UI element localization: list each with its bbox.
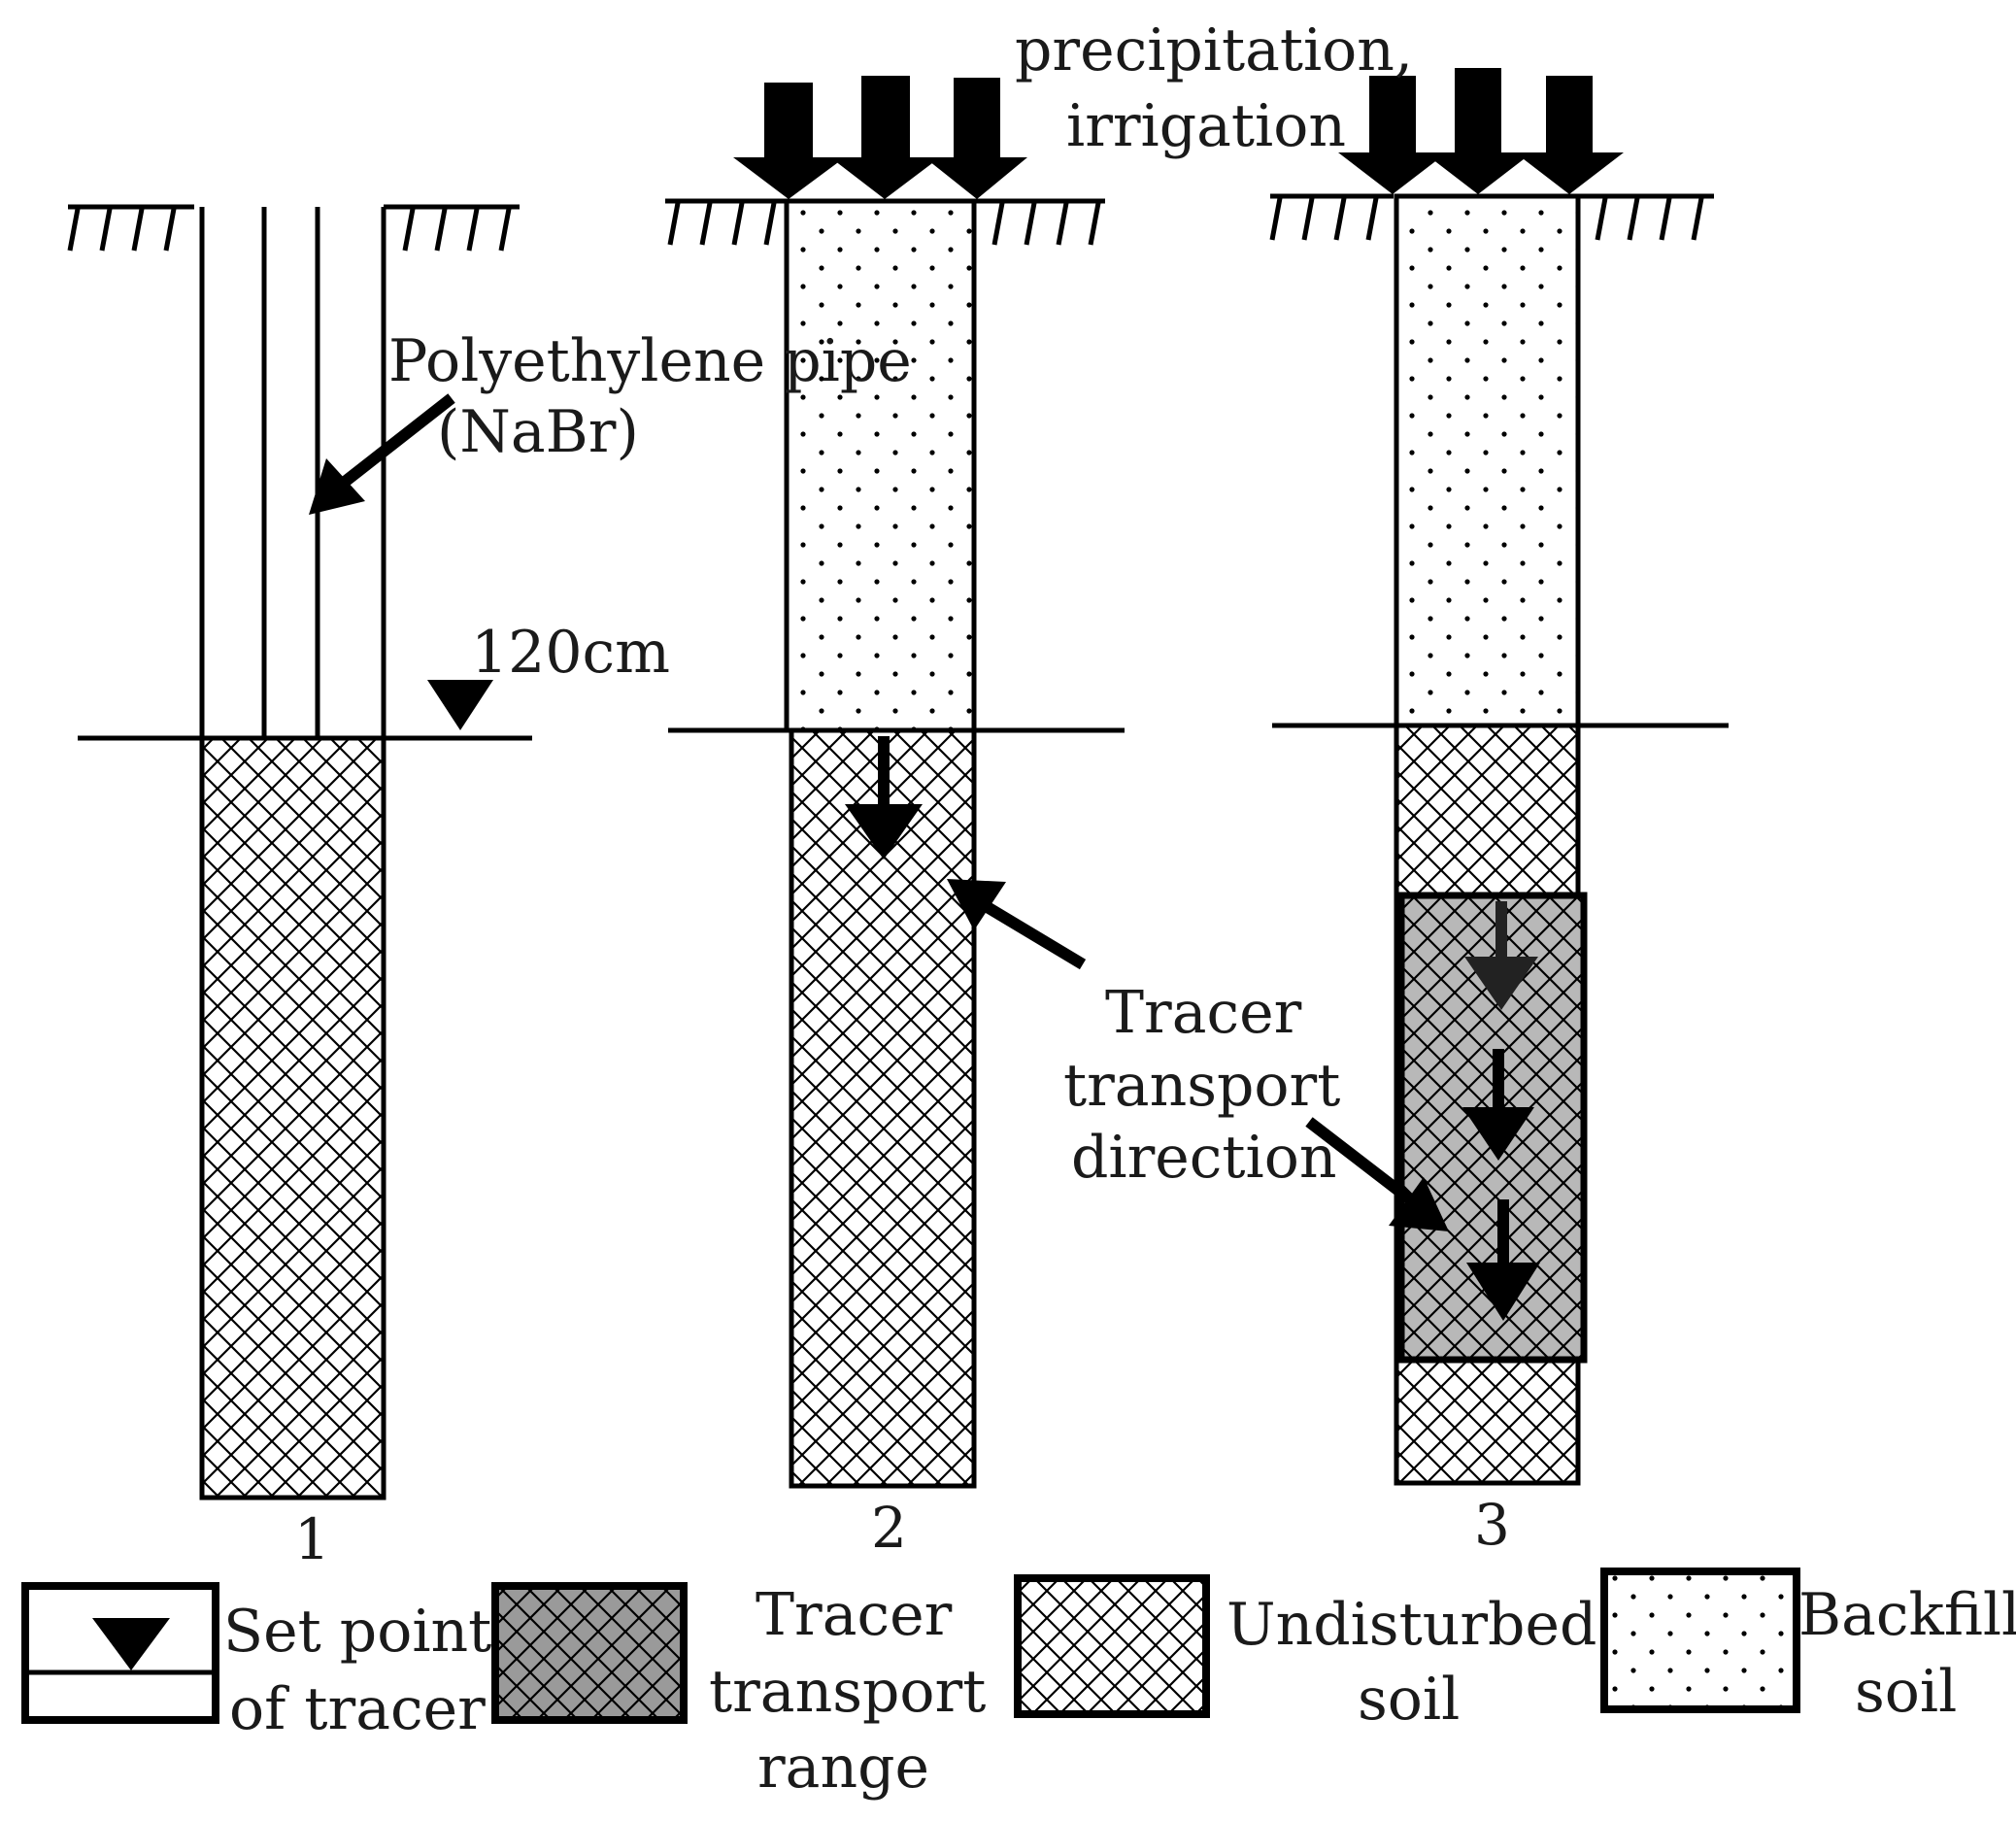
legend-label-set-point-line2: of tracer (229, 1675, 486, 1743)
precipitation-arrows (733, 76, 1027, 199)
depth-label: 120cm (471, 619, 670, 687)
stage-number-3: 3 (1474, 1492, 1510, 1558)
precipitation-label-line1: precipitation, (1015, 17, 1413, 84)
stage-2-column (665, 76, 1125, 1489)
tracer-direction-pointer-arrow (1305, 1117, 1449, 1231)
polyethylene-pipe (261, 207, 320, 738)
set-point-triangle-icon (427, 680, 493, 730)
tracer-direction-label-line3: direction (1071, 1124, 1336, 1192)
legend-item-backfill-soil: Backfill soil (1600, 1568, 2016, 1726)
ground-surface-hatch (665, 198, 1105, 246)
ground-surface-hatch (1269, 193, 1714, 241)
backfill-soil-block (784, 198, 977, 733)
legend-item-tracer-range: Tracer transport range (491, 1581, 986, 1802)
backfill-soil-block (1394, 193, 1581, 728)
precipitation-label-line2: irrigation (1066, 92, 1346, 160)
stage-number-1: 1 (294, 1506, 330, 1572)
legend-label-tracer-range-line2: transport (709, 1658, 986, 1726)
tracer-down-arrow (845, 736, 923, 860)
ground-surface-hatch (67, 204, 520, 252)
stage-3-column (1269, 68, 1729, 1486)
undisturbed-soil-block (199, 735, 386, 1501)
legend-label-backfill-line2: soil (1855, 1658, 1957, 1726)
legend: Set point of tracer Tracer transport ran… (21, 1568, 2016, 1802)
legend-label-tracer-range-line3: range (757, 1734, 929, 1802)
set-point-triangle-icon (92, 1618, 170, 1670)
tracer-direction-label-line1: Tracer (1105, 979, 1302, 1047)
annotation-labels: Polyethylene pipe (NaBr) 120cm precipita… (388, 17, 1413, 1192)
legend-label-backfill-line1: Backfill (1798, 1581, 2016, 1649)
pipe-label-line2: (NaBr) (437, 398, 639, 466)
pipe-label-line1: Polyethylene pipe (388, 327, 912, 395)
legend-label-tracer-range-line1: Tracer (756, 1581, 953, 1649)
tracer-direction-label-line2: transport (1063, 1052, 1340, 1120)
precipitation-arrows (1338, 68, 1624, 194)
tracer-down-arrows (1462, 901, 1540, 1321)
legend-item-set-point: Set point of tracer (21, 1582, 491, 1743)
stage-number-2: 2 (871, 1495, 907, 1561)
legend-label-undisturbed-line2: soil (1358, 1666, 1460, 1734)
legend-item-undisturbed-soil: Undisturbed soil (1014, 1574, 1596, 1734)
stage-1-column (67, 204, 532, 1501)
stage-numbers: 1 2 3 (294, 1492, 1510, 1572)
legend-label-undisturbed-line1: Undisturbed (1226, 1591, 1596, 1659)
pipe-pointer-arrow (309, 393, 455, 515)
tracer-direction-pointer-arrow (947, 879, 1087, 970)
legend-label-set-point-line1: Set point (223, 1598, 491, 1666)
